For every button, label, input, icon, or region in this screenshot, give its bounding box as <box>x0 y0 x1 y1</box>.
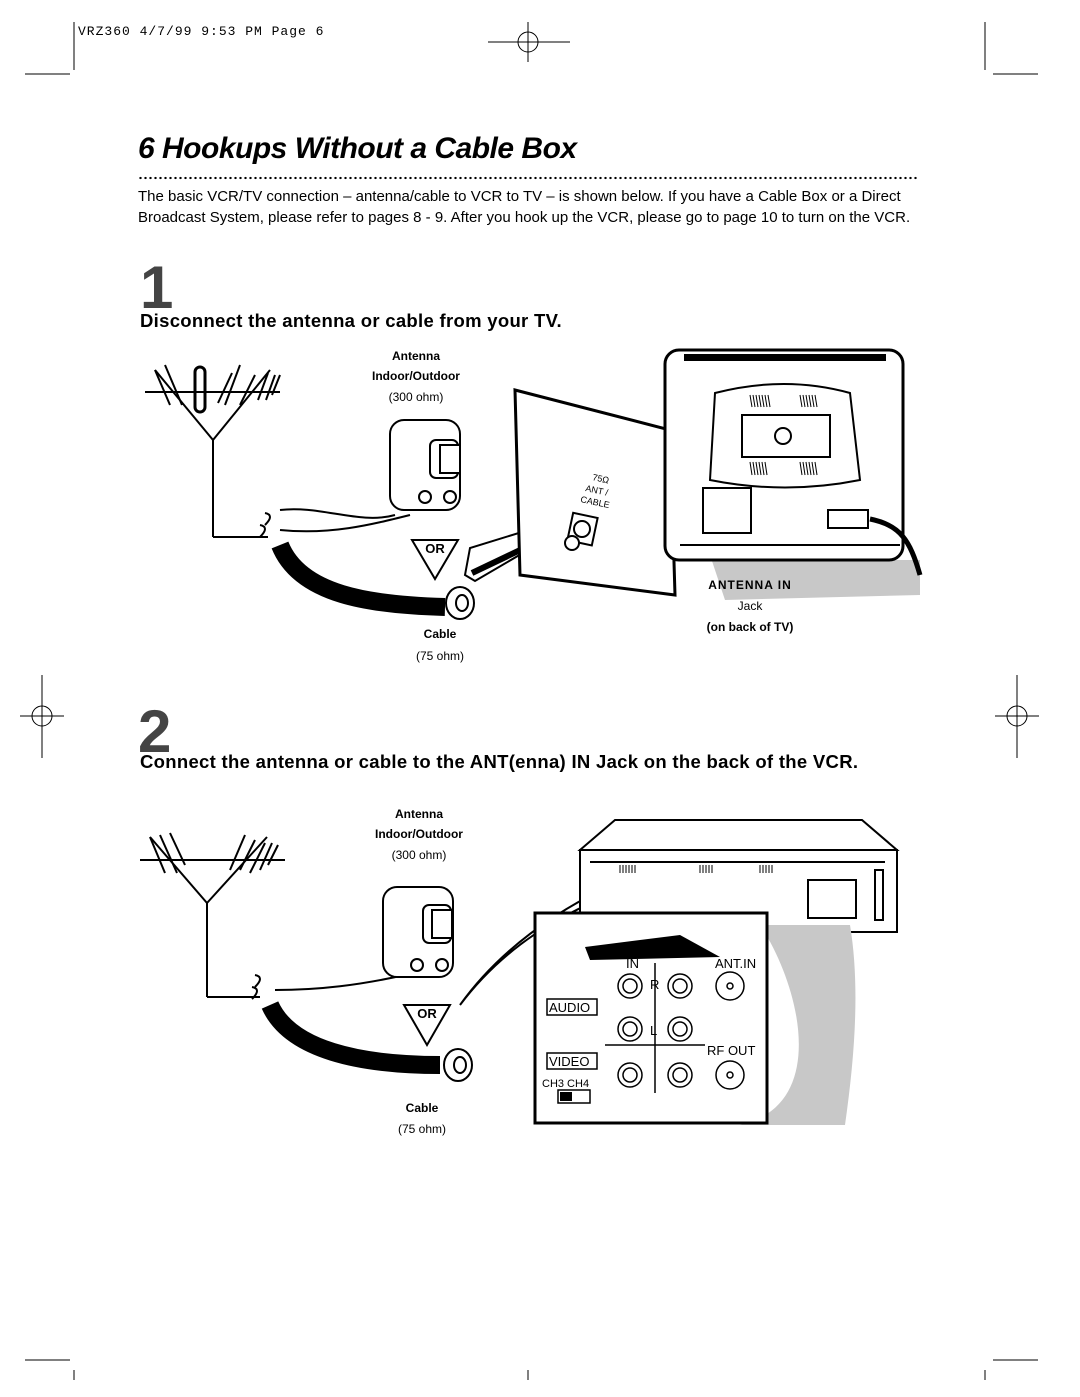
antenna-icon <box>140 832 285 998</box>
or-label: OR <box>417 1006 437 1021</box>
step-2-title: Connect the antenna or cable to the ANT(… <box>140 751 859 772</box>
antenna-adapter-icon <box>279 419 461 519</box>
svg-text:IN: IN <box>626 956 639 971</box>
step-1-title: Disconnect the antenna or cable from you… <box>140 310 562 331</box>
intro-paragraph: The basic VCR/TV connection – antenna/ca… <box>138 188 911 226</box>
title-divider <box>138 176 918 180</box>
print-header: VRZ360 4/7/99 9:53 PM Page 6 <box>78 24 325 39</box>
step2-cable-ohm: (75 ohm) <box>397 1122 447 1136</box>
cable-plug-icon <box>445 586 475 620</box>
svg-text:RF OUT: RF OUT <box>707 1043 755 1058</box>
or-label: OR <box>425 541 445 556</box>
step2-antenna-ohm: (300 ohm) <box>391 848 447 862</box>
step2-diagram: OR IN ANT.IN R L AUDIO V <box>140 819 900 1125</box>
step-2-number: 2 <box>138 698 172 765</box>
coax-jack-icon <box>564 511 599 551</box>
or-triangle-icon <box>410 539 460 581</box>
cable-plug-icon <box>443 1048 473 1082</box>
step1-diagram: OR 75Ω ANT / CABLE <box>145 348 923 620</box>
step2-cable-label: Cable <box>405 1101 439 1115</box>
step1-cable-ohm: (75 ohm) <box>415 649 465 663</box>
wall-plate <box>513 388 677 597</box>
svg-text:75Ω: 75Ω <box>592 472 611 485</box>
page-title: 6 Hookups Without a Cable Box <box>138 132 577 165</box>
svg-text:VIDEO: VIDEO <box>549 1054 589 1069</box>
step1-cable-label: Cable <box>423 627 457 641</box>
svg-text:CH3 CH4: CH3 CH4 <box>542 1078 589 1090</box>
step2-antenna-label: Antenna <box>395 807 443 821</box>
step1-antenna-ohm: (300 ohm) <box>388 390 444 404</box>
antenna-adapter-icon <box>382 886 454 978</box>
or-triangle-icon <box>402 1004 452 1048</box>
svg-text:L: L <box>650 1023 657 1038</box>
step1-antenna-label: Antenna <box>392 349 440 363</box>
jack-location-label: (on back of TV) <box>706 620 794 634</box>
step2-antenna-sub: Indoor/Outdoor <box>375 827 463 841</box>
tv-back-icon <box>663 348 923 600</box>
antenna-in-label: ANTENNA IN <box>708 578 792 592</box>
svg-text:R: R <box>650 977 659 992</box>
jack-label: Jack <box>737 599 763 613</box>
svg-text:ANT.IN: ANT.IN <box>715 956 756 971</box>
svg-text:AUDIO: AUDIO <box>549 1000 590 1015</box>
antenna-icon <box>145 364 281 538</box>
step1-antenna-sub: Indoor/Outdoor <box>372 369 460 383</box>
svg-text:ANT /: ANT / <box>585 483 610 498</box>
step-1-number: 1 <box>140 254 174 321</box>
